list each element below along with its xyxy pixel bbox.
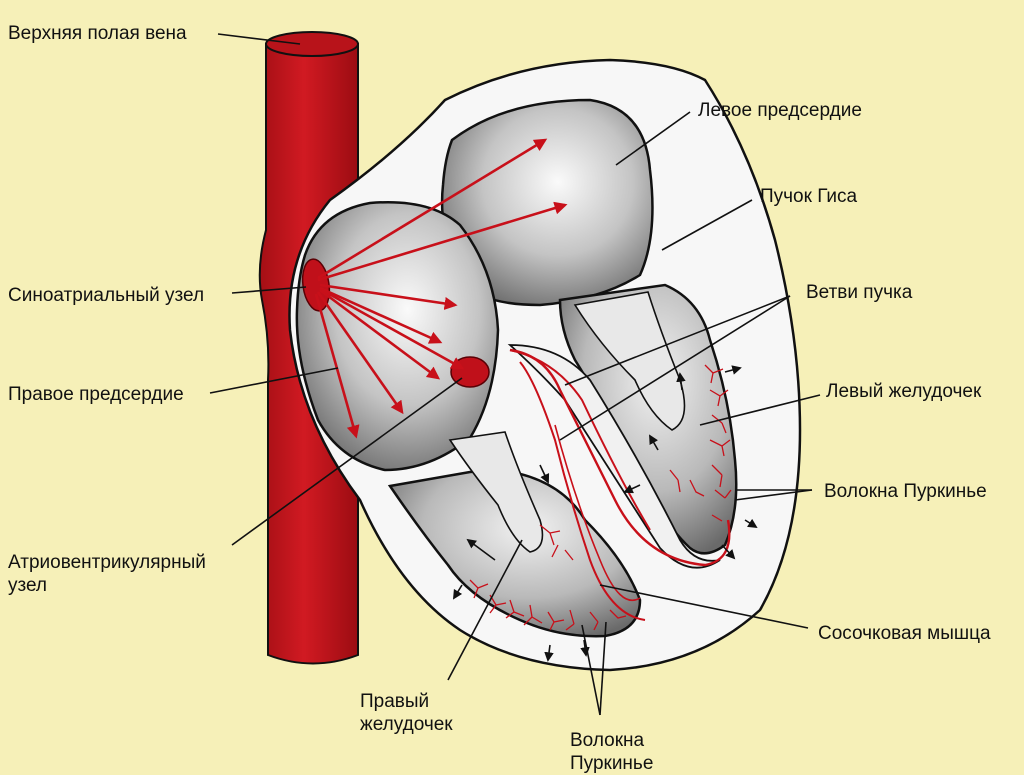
leader-lines xyxy=(209,33,821,716)
conduction-pathway xyxy=(509,348,731,621)
label-right-ventricle: Правый желудочек xyxy=(360,691,453,735)
purkinje-fibers-network xyxy=(469,364,732,631)
flow-arrows xyxy=(452,365,758,662)
label-left-atrium: Левое предсердие xyxy=(698,100,862,121)
label-bundle-branches: Ветви пучка xyxy=(806,282,913,303)
label-bundle-of-his: Пучок Гиса xyxy=(760,186,858,207)
impulse-arrows xyxy=(314,138,568,439)
label-sinoatrial-node: Синоатриальный узел xyxy=(8,285,205,306)
label-purkinje-fibers-right: Волокна Пуркинье xyxy=(824,481,987,502)
label-purkinje-fibers-bottom: Волокна Пуркинье xyxy=(570,730,654,774)
label-right-atrium: Правое предсердие xyxy=(8,384,184,405)
label-left-ventricle: Левый желудочек xyxy=(826,381,982,402)
label-papillary-muscle: Сосочковая мышца xyxy=(818,623,991,644)
valve-leaflets xyxy=(448,291,686,553)
label-av-node: Атриовентрикулярный узел xyxy=(8,552,206,596)
label-superior-vena-cava: Верхняя полая вена xyxy=(8,23,187,44)
